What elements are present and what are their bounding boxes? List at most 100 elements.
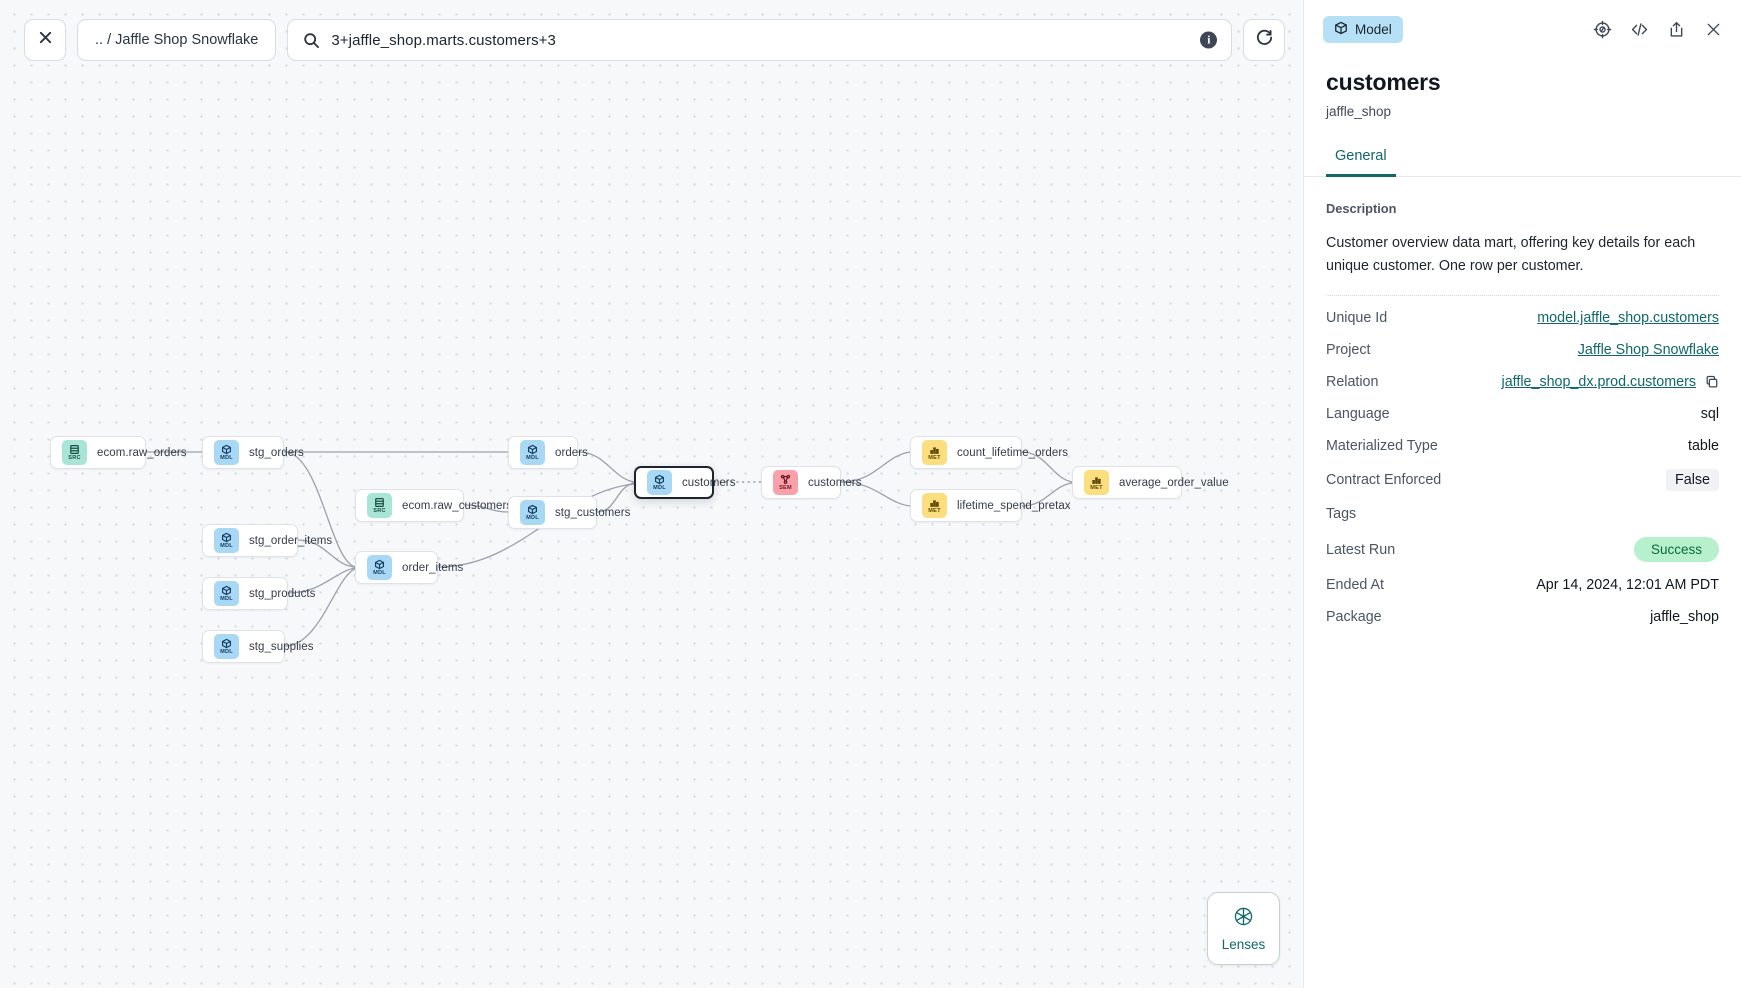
detail-value-wrap: table [1688,438,1719,454]
detail-row: Contract Enforced False [1326,462,1719,498]
lenses-button[interactable]: Lenses [1207,892,1280,965]
graph-node-customers_sem[interactable]: SEM customers [761,466,861,499]
detail-key: Ended At [1326,577,1385,594]
detail-value[interactable]: Jaffle Shop Snowflake [1577,342,1719,359]
share-icon[interactable] [1667,20,1686,39]
graph-node-stg_customers[interactable]: MDL stg_customers [508,496,630,529]
detail-value-wrap: model.jaffle_shop.customers [1537,310,1719,326]
detail-key: Contract Enforced [1326,472,1442,489]
breadcrumb[interactable]: .. / Jaffle Shop Snowflake [77,19,277,61]
detail-value-wrap: sql [1701,406,1719,422]
close-button[interactable] [24,19,66,61]
graph-node-label: stg_orders [249,446,304,459]
detail-key: Language [1326,406,1390,423]
detail-row: Latest Run Success [1326,530,1719,569]
detail-key: Tags [1326,506,1357,523]
detail-row: Language sql [1326,398,1719,430]
code-icon[interactable] [1630,20,1649,39]
detail-key: Package [1326,609,1382,626]
canvas-toolbar: .. / Jaffle Shop Snowflake 3+jaffle_shop… [24,19,1286,61]
lenses-label: Lenses [1221,936,1266,952]
graph-node-stg_supplies[interactable]: MDL stg_supplies [202,630,313,663]
panel-header: customers jaffle_shop [1304,58,1741,119]
graph-node-label: customers [808,476,862,489]
detail-value: jaffle_shop [1650,609,1719,626]
resource-type-chip[interactable]: Model [1323,15,1403,43]
lineage-edges [146,451,1073,647]
panel-actions [1593,20,1723,39]
info-icon[interactable]: i [1200,31,1218,49]
mdl-badge-icon: MDL [214,528,239,553]
detail-value[interactable]: model.jaffle_shop.customers [1537,310,1719,327]
detail-value-wrap: Apr 14, 2024, 12:01 AM PDT [1536,577,1719,593]
detail-value: table [1687,438,1719,455]
detail-value[interactable]: jaffle_shop_dx.prod.customers [1501,374,1696,391]
page-subtitle: jaffle_shop [1326,104,1392,119]
sem-badge-icon: SEM [773,470,798,495]
refresh-icon [1255,28,1274,52]
mdl-badge-icon: MDL [520,500,545,525]
breadcrumb-label: .. / Jaffle Shop Snowflake [95,32,259,48]
detail-key: Relation [1326,374,1379,391]
focus-target-icon[interactable] [1593,20,1612,39]
detail-value-wrap: False [1666,469,1719,492]
mdl-badge-icon: MDL [367,555,392,580]
graph-node-label: average_order_value [1119,476,1229,489]
graph-node-label: customers [682,476,736,489]
detail-row: Ended At Apr 14, 2024, 12:01 AM PDT [1326,569,1719,601]
graph-node-label: stg_supplies [249,640,314,653]
detail-row: Unique Id model.jaffle_shop.customers [1326,302,1719,334]
description-text: Customer overview data mart, offering ke… [1326,235,1696,274]
panel-tabs: General [1304,148,1741,177]
detail-row: Package jaffle_shop [1326,601,1719,633]
detail-key: Project [1326,342,1371,359]
mdl-badge-icon: MDL [214,581,239,606]
details-panel: Model [1303,0,1741,988]
detail-key: Latest Run [1326,541,1396,558]
tab-general[interactable]: General [1326,148,1396,177]
search-icon [303,32,320,49]
graph-node-label: stg_customers [555,506,631,519]
met-badge-icon: MET [922,440,947,465]
page-title: customers [1326,69,1441,95]
search-input[interactable]: 3+jaffle_shop.marts.customers+3 i [287,19,1233,61]
detail-row: Project Jaffle Shop Snowflake [1326,334,1719,366]
refresh-button[interactable] [1243,19,1286,61]
close-panel-icon[interactable] [1704,20,1723,39]
mdl-badge-icon: MDL [214,440,239,465]
graph-node-order_items[interactable]: MDL order_items [355,551,463,584]
graph-node-ecom_raw_customers[interactable]: SRC ecom.raw_customers [355,489,512,522]
status-badge: Success [1633,537,1719,563]
copy-icon[interactable] [1705,375,1719,389]
panel-body: Description Customer overview data mart,… [1304,177,1741,988]
mdl-badge-icon: MDL [647,470,672,495]
detail-value: sql [1700,406,1719,423]
resource-type-label: Model [1355,21,1392,37]
detail-value-wrap: jaffle_shop [1650,609,1719,625]
graph-node-label: orders [555,446,588,459]
src-badge-icon: SRC [367,493,392,518]
graph-node-label: ecom.raw_customers [402,499,513,512]
graph-node-label: lifetime_spend_pretax [957,499,1071,512]
mdl-badge-icon: MDL [214,634,239,659]
search-value: 3+jaffle_shop.marts.customers+3 [331,31,556,49]
detail-value-wrap: jaffle_shop_dx.prod.customers [1502,374,1719,390]
graph-node-stg_orders[interactable]: MDL stg_orders [202,436,304,469]
graph-node-label: order_items [402,561,464,574]
cube-icon [1334,21,1348,38]
detail-key: Unique Id [1326,310,1388,327]
graph-node-customers_mdl[interactable]: MDL customers [634,466,735,499]
description-label: Description [1326,201,1397,216]
